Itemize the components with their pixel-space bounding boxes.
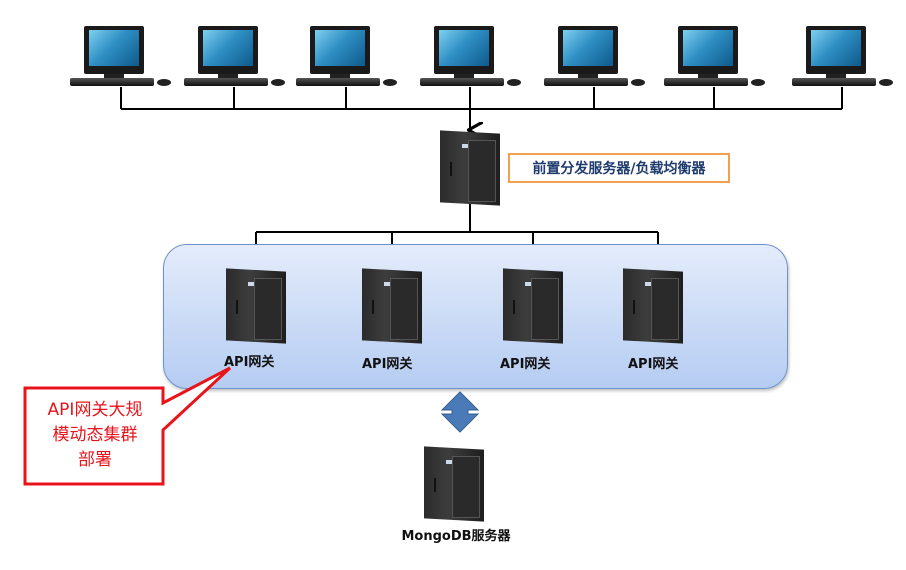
client-computer: [296, 12, 397, 86]
gateway-label: API网关: [628, 357, 679, 372]
tower-server-icon: [226, 266, 286, 344]
client-computer: [544, 12, 645, 86]
desktop-computer-icon: [198, 26, 258, 74]
client-computer: [664, 12, 765, 86]
gateway-label: API网关: [224, 355, 275, 370]
bidirectional-arrow-icon: [440, 391, 480, 433]
tower-server-icon: [362, 266, 422, 344]
gateway-label: API网关: [362, 357, 413, 372]
desktop-computer-icon: [434, 26, 494, 74]
desktop-computer-icon: [558, 26, 618, 74]
tower-server-icon: [623, 266, 683, 344]
tower-server-icon: [503, 266, 563, 344]
desktop-computer-icon: [310, 26, 370, 74]
desktop-computer-icon: [806, 26, 866, 74]
client-computer: [70, 12, 171, 86]
callout-text: API网关大规 模动态集群 部署: [30, 398, 160, 473]
callout-line: 部署: [78, 450, 112, 470]
client-computer: [792, 12, 893, 86]
tower-server-icon: [424, 444, 484, 522]
client-computer: [184, 12, 285, 86]
tower-server-icon: [440, 128, 500, 206]
callout-line: API网关大规: [47, 400, 143, 420]
load-balancer-label: 前置分发服务器/负载均衡器: [508, 153, 730, 183]
mongodb-server-label: MongoDB服务器: [401, 529, 511, 544]
client-computer: [420, 12, 521, 86]
desktop-computer-icon: [678, 26, 738, 74]
gateway-label: API网关: [500, 357, 551, 372]
desktop-computer-icon: [84, 26, 144, 74]
callout-line: 模动态集群: [52, 425, 138, 445]
